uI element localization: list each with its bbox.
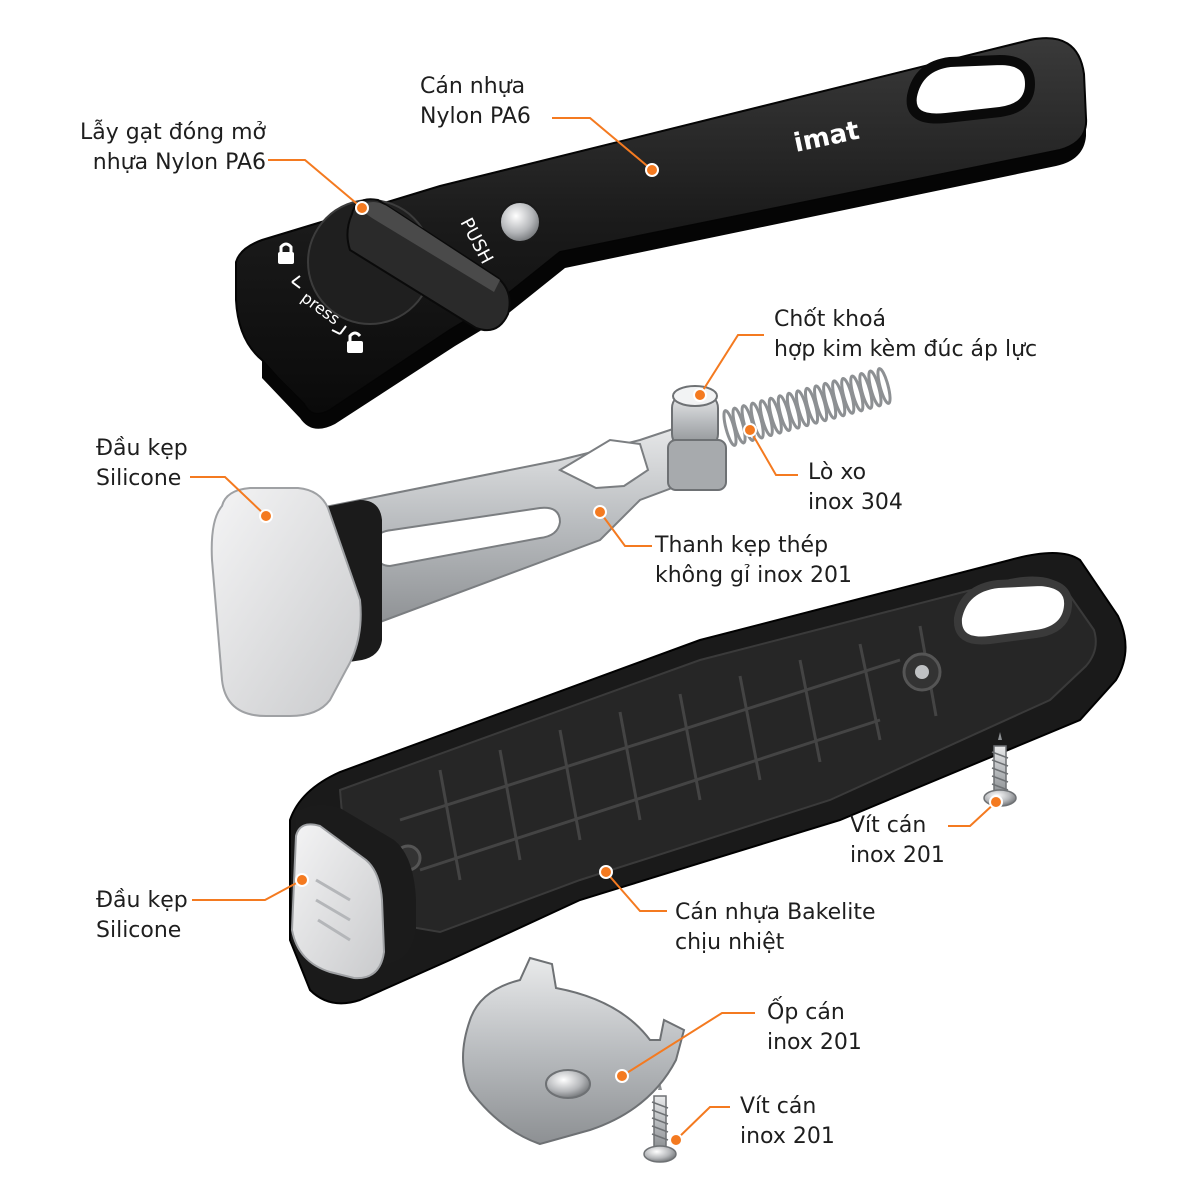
label-bakelite-handle-line2: chịu nhiệt	[675, 930, 785, 955]
label-clamp-bar: Thanh kẹp thép không gỉ inox 201	[655, 531, 852, 591]
silicone-tip-bottom	[290, 804, 416, 980]
label-cover-line1: Ốp cán	[767, 1000, 845, 1025]
label-silicone-bottom-line1: Đầu kẹp	[96, 888, 188, 913]
lock-icon	[278, 242, 294, 264]
steel-clamp-bar	[308, 418, 722, 630]
label-silicone-bottom: Đầu kẹp Silicone	[96, 886, 188, 946]
label-spring-line1: Lò xo	[808, 460, 867, 485]
label-silicone-top: Đầu kẹp Silicone	[96, 434, 188, 494]
unlock-icon	[347, 331, 363, 353]
label-lock-pin-line2: hợp kim kèm đúc áp lực	[774, 337, 1038, 362]
steel-cover	[462, 956, 686, 1146]
arrow-icon	[291, 275, 347, 335]
label-screw-lower-line1: Vít cán	[740, 1094, 817, 1119]
label-bakelite-handle: Cán nhựa Bakelite chịu nhiệt	[675, 898, 876, 958]
label-silicone-bottom-line2: Silicone	[96, 918, 182, 943]
label-clamp-bar-line1: Thanh kẹp thép	[655, 533, 829, 558]
label-lock-pin: Chốt khoá hợp kim kèm đúc áp lực	[774, 305, 1037, 365]
label-clamp-bar-line2: không gỉ inox 201	[655, 563, 852, 588]
label-bakelite-handle-line1: Cán nhựa Bakelite	[675, 900, 876, 925]
leader-dots	[259, 163, 1003, 1147]
label-lever-line2: nhựa Nylon PA6	[92, 150, 266, 175]
label-lock-pin-line1: Chốt khoá	[774, 307, 887, 332]
lever-switch	[346, 198, 511, 332]
label-spring-line2: inox 304	[808, 490, 903, 515]
push-button	[499, 201, 541, 243]
label-silicone-top-line2: Silicone	[96, 466, 182, 491]
lock-pin	[667, 385, 727, 491]
label-cover: Ốp cán inox 201	[767, 998, 862, 1058]
leader-lines	[190, 117, 997, 1141]
label-screw-lower: Vít cán inox 201	[740, 1092, 835, 1152]
silicone-tip-top	[210, 487, 382, 717]
label-screw-lower-line2: inox 201	[740, 1124, 835, 1149]
label-spring: Lò xo inox 304	[808, 458, 903, 518]
label-silicone-top-line1: Đầu kẹp	[96, 436, 188, 461]
steel-spring	[722, 367, 892, 447]
label-screw-upper: Vít cán inox 201	[850, 811, 945, 871]
screw-lower	[643, 1082, 677, 1163]
label-lever-line1: Lẫy gạt đóng mở	[79, 120, 266, 145]
label-nylon-handle-line2: Nylon PA6	[420, 104, 531, 129]
spring-coil	[876, 367, 892, 405]
label-screw-upper-line2: inox 201	[850, 843, 945, 868]
label-nylon-handle: Cán nhựa Nylon PA6	[420, 72, 531, 132]
label-nylon-handle-line1: Cán nhựa	[420, 74, 526, 99]
label-screw-upper-line1: Vít cán	[850, 813, 927, 838]
label-lever: Lẫy gạt đóng mở nhựa Nylon PA6	[80, 118, 266, 178]
nylon-handle	[235, 37, 1088, 429]
label-cover-line2: inox 201	[767, 1030, 862, 1055]
